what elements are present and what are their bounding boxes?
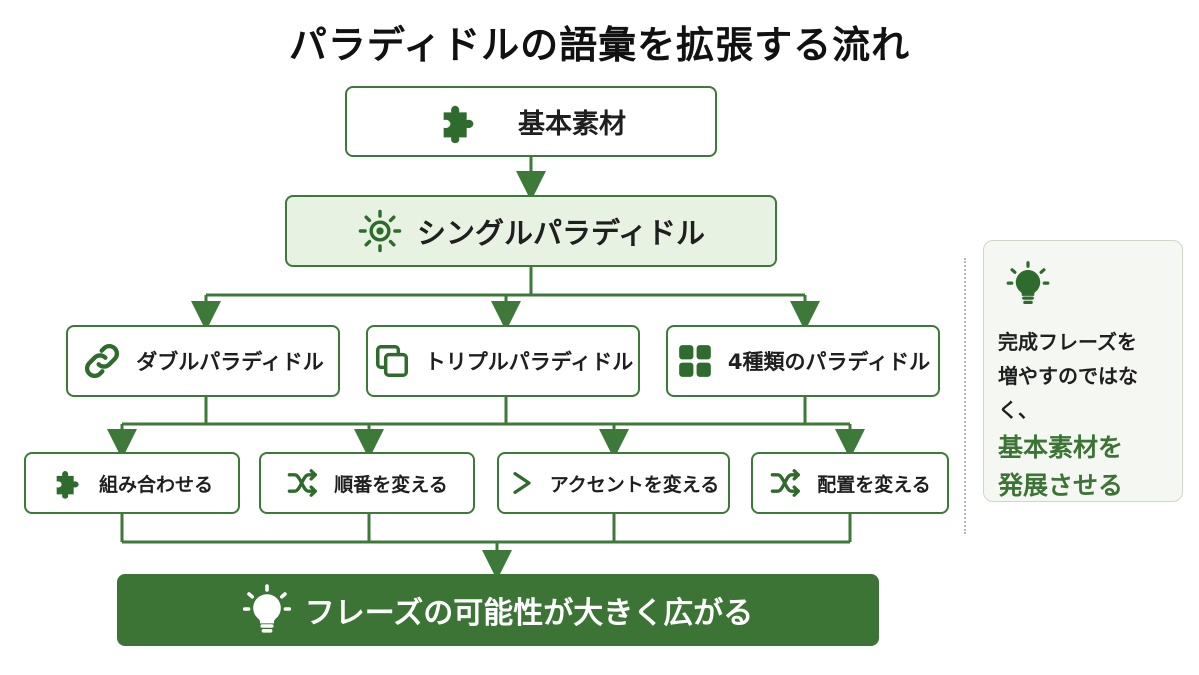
node-double-paradiddle-label: ダブルパラディドル (136, 350, 324, 374)
sun-icon (357, 208, 403, 254)
node-single-paradiddle: シングルパラディドル (285, 195, 777, 267)
node-accent: アクセントを変える (497, 452, 730, 514)
diagram-title: パラディドルの語彙を拡張する流れ (288, 23, 911, 67)
side-note-line-2: 増やすのではなく、 (998, 364, 1138, 422)
node-single-paradiddle-label: シングルパラディドル (417, 216, 705, 250)
shuffle-icon (286, 468, 320, 498)
node-triple-paradiddle-label: トリプルパラディドル (424, 350, 634, 374)
node-reorder-label: 順番を変える (334, 473, 448, 496)
lightbulb-icon (1006, 261, 1168, 311)
node-result: フレーズの可能性が大きく広がる (117, 574, 879, 646)
node-double-paradiddle: ダブルパラディドル (66, 325, 340, 397)
node-base-material-label: 基本素材 (518, 109, 626, 140)
layers-icon (373, 342, 411, 380)
link-icon (82, 341, 122, 381)
side-note-emphasis-1: 基本素材を (998, 433, 1124, 462)
node-triple-paradiddle: トリプルパラディドル (366, 325, 640, 397)
node-base-material: 基本素材 (345, 86, 717, 157)
dotted-divider (964, 258, 966, 534)
node-placement: 配置を変える (751, 452, 949, 514)
grid-icon (676, 342, 714, 380)
node-reorder: 順番を変える (259, 452, 475, 514)
side-note-emphasis-2: 発展させる (998, 471, 1124, 500)
node-combine-label: 組み合わせる (98, 473, 213, 496)
shuffle-icon (769, 468, 803, 498)
side-note: 完成フレーズを 増やすのではなく、 基本素材を 発展させる (983, 240, 1183, 502)
node-result-label: フレーズの可能性が大きく広がる (304, 596, 754, 631)
chevron-right-icon (508, 469, 536, 497)
node-combine: 組み合わせる (24, 452, 240, 514)
side-note-line-1: 完成フレーズを (998, 330, 1137, 354)
puzzle-icon (51, 466, 85, 500)
lightbulb-icon (242, 584, 291, 636)
node-placement-label: 配置を変える (817, 473, 931, 496)
node-accent-label: アクセントを変える (549, 473, 720, 496)
node-four-types-label: 4種類のパラディドル (727, 350, 931, 374)
node-four-types: 4種類のパラディドル (666, 325, 940, 397)
puzzle-icon (436, 99, 482, 145)
